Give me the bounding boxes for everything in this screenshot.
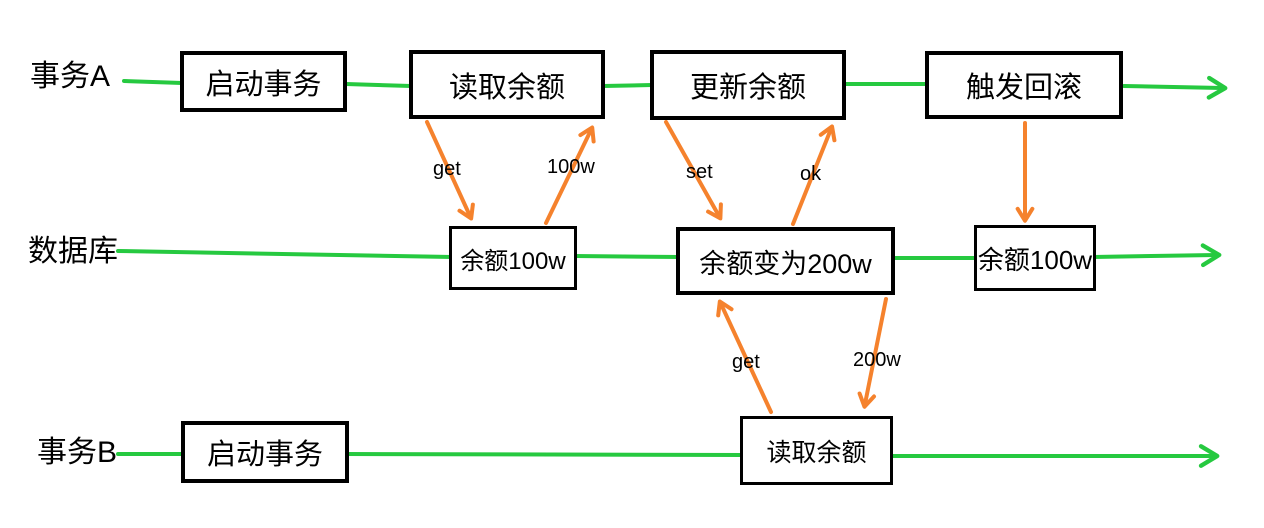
timeline-transaction-b (116, 444, 1220, 468)
timeline-database (116, 243, 1222, 268)
rpc-arrows (425, 120, 1035, 414)
box-trigger-rollback: 触发回滚 (925, 51, 1123, 119)
box-read-balance-b: 读取余额 (740, 416, 893, 485)
box-start-transaction-a: 启动事务 (180, 51, 347, 112)
box-balance-100w-initial: 余额100w (449, 226, 577, 290)
edge-label-return-100w: 100w (547, 156, 595, 178)
lane-label-transaction-b: 事务B (37, 436, 118, 469)
lane-label-transaction-a: 事务A (30, 60, 111, 93)
arrow-get-b (716, 299, 773, 414)
arrow-ok (791, 124, 837, 226)
box-balance-becomes-200w: 余额变为200w (676, 227, 895, 295)
box-balance-100w-after-rollback: 余额100w (974, 225, 1096, 291)
arrow-return-200w (857, 297, 888, 409)
lane-label-database: 数据库 (28, 235, 118, 268)
box-start-transaction-b: 启动事务 (181, 421, 349, 483)
arrow-return-100w (544, 125, 596, 225)
timeline-a-segment-2 (344, 82, 413, 88)
timeline-a-segment-1 (122, 79, 184, 85)
timeline-db-segment-4 (1091, 243, 1222, 268)
box-read-balance-a: 读取余额 (409, 50, 605, 119)
timeline-db-segment-2 (572, 254, 682, 259)
timeline-a-segment-3 (601, 83, 654, 88)
timeline-a-segment-5 (1122, 75, 1228, 100)
edge-label-get-b: get (732, 351, 760, 373)
arrow-set (664, 120, 723, 221)
arrow-get-a (425, 120, 475, 221)
edge-label-ok: ok (800, 163, 822, 185)
edge-label-return-200w: 200w (853, 349, 901, 371)
edge-label-set: set (686, 161, 713, 183)
timeline-db-segment-1 (116, 249, 454, 259)
timeline-transaction-a (122, 75, 1228, 100)
box-update-balance: 更新余额 (650, 50, 846, 120)
timeline-b-segment-2 (344, 452, 745, 457)
edge-label-get-a: get (433, 158, 461, 180)
